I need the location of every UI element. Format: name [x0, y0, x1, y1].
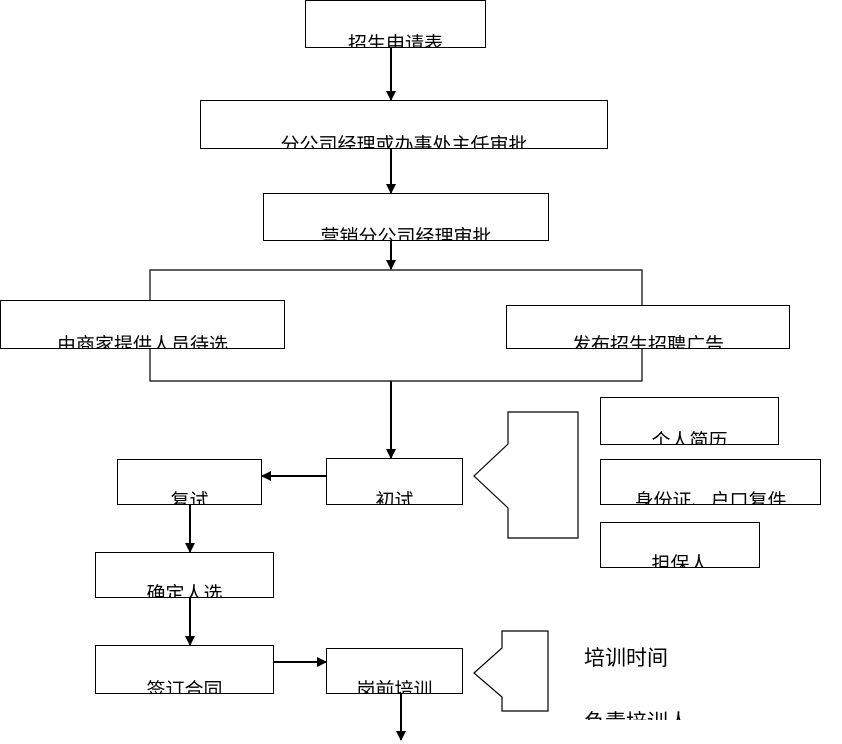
dealer-candidates-label: 由商家提供人员待选 — [56, 334, 228, 349]
sign-contract-label: 签订合同 — [146, 679, 223, 694]
box-second-interview: 复试 — [117, 459, 262, 505]
trainer-text: 负责培训人 — [584, 706, 689, 720]
box-post-recruit-ad: 发布招生招聘广告 — [506, 305, 790, 349]
box-marketing-manager-approval: 营销分公司经理审批 — [263, 193, 549, 241]
id-documents-label: 身份证、户口复件 — [634, 490, 787, 505]
box-branch-manager-approval: 分公司经理或办事处主任审批 — [200, 100, 608, 149]
block-arrow-materials — [473, 411, 579, 539]
box-guarantor: 担保人 — [600, 522, 760, 568]
merge-line — [149, 349, 643, 382]
box-sign-contract: 签订合同 — [95, 645, 274, 694]
first-interview-label: 初试 — [375, 490, 414, 505]
resume-label: 个人简历 — [651, 430, 728, 445]
box-pre-job-training: 岗前培训 — [326, 648, 463, 694]
split-line — [149, 269, 643, 305]
box-id-documents: 身份证、户口复件 — [600, 459, 821, 505]
confirm-candidate-label: 确定人选 — [146, 583, 223, 598]
branch-manager-approval-label: 分公司经理或办事处主任审批 — [280, 134, 528, 149]
box-recruit-application: 招生申请表 — [305, 0, 486, 48]
recruit-application-label: 招生申请表 — [347, 33, 443, 48]
pre-job-training-label: 岗前培训 — [356, 679, 433, 694]
post-recruit-ad-label: 发布招生招聘广告 — [571, 334, 724, 349]
box-confirm-candidate: 确定人选 — [95, 552, 274, 598]
marketing-manager-approval-label: 营销分公司经理审批 — [320, 226, 492, 241]
block-arrow-training-info — [473, 630, 549, 712]
box-first-interview: 初试 — [326, 458, 463, 505]
box-resume: 个人简历 — [600, 397, 779, 445]
guarantor-label: 担保人 — [651, 553, 709, 568]
box-dealer-candidates: 由商家提供人员待选 — [0, 300, 285, 349]
trainer-text-wrap: 负责培训人 — [584, 700, 724, 720]
training-time-text: 培训时间 — [584, 646, 668, 670]
second-interview-label: 复试 — [170, 490, 209, 505]
